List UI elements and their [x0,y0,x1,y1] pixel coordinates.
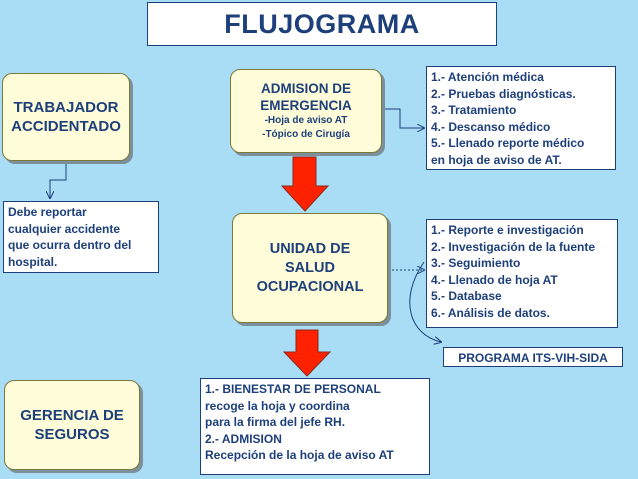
unidad-line-3: OCUPACIONAL [256,278,364,295]
trabajador-line-1: TRABAJADOR [13,99,119,116]
big-down-arrow-1 [280,156,330,212]
list-item: 3.- Seguimiento [431,256,521,270]
admision-line-1: ADMISION DE [260,81,351,96]
list-item: 1.- Reporte e investigación [431,223,584,237]
admision-steps-list: 1.- Atención médica 2.- Pruebas diagnóst… [426,66,616,170]
list-item: para la firma del jefe RH. [205,415,346,429]
list-item: 2.- Investigación de la fuente [431,239,596,254]
list-item: 1.- BIENESTAR DE PERSONAL [205,382,381,396]
programa-its-vih-sida-box: PROGRAMA ITS-VIH-SIDA [443,347,623,367]
unidad-steps-list: 1.- Reporte e investigación 2.- Investig… [426,219,618,328]
gerencia-seguros-box: GERENCIA DE SEGUROS [4,380,140,470]
list-item: 2.- ADMISION [205,431,282,446]
note-line: Debe reportar [8,205,87,219]
debe-reportar-note: Debe reportar cualquier accidente que oc… [3,201,159,273]
bienestar-admision-list: 1.- BIENESTAR DE PERSONAL recoge la hoja… [200,378,430,475]
unidad-line-2: SALUD [285,259,335,276]
note-line: cualquier accidente [8,221,121,236]
trabajador-line-2: ACCIDENTADO [11,118,121,135]
list-item: 2.- Pruebas diagnósticas. [431,86,576,101]
list-item: 4.- Descanso médico [431,119,551,134]
admision-emergencia-box: ADMISION DE EMERGENCIA -Hoja de aviso AT… [230,69,382,153]
admision-sub-1: -Hoja de aviso AT [264,115,348,126]
list-item: recoge la hoja y coordina [205,398,350,413]
admision-sub-2: -Tópico de Cirugía [262,129,350,140]
unidad-salud-ocupacional-box: UNIDAD DE SALUD OCUPACIONAL [232,213,388,323]
big-down-arrow-2 [282,329,332,377]
gerencia-line-1: GERENCIA DE [20,407,124,424]
admision-line-2: EMERGENCIA [260,98,352,113]
trabajador-accidentado-box: TRABAJADOR ACCIDENTADO [2,73,130,161]
admision-to-list-connector [382,108,424,128]
gerencia-line-2: SEGUROS [34,426,110,443]
list-item: 1.- Atención médica [431,70,544,84]
note-line: que ocurra dentro del [8,238,132,252]
list-item: Recepción de la hoja de aviso AT [205,448,394,462]
page-title: FLUJOGRAMA [147,2,497,46]
note-line: hospital. [8,254,58,269]
list-item: 5.- Database [431,289,502,303]
list-item: 6.- Análisis de datos. [431,305,550,320]
list-item: 5.- Llenado reporte médico [431,136,585,150]
list-item: 4.- Llenado de hoja AT [431,272,558,287]
unidad-line-1: UNIDAD DE [269,240,351,257]
list-item: en hoja de aviso de AT. [431,152,562,167]
trabajador-to-note-connector [50,161,67,198]
list-item: 3.- Tratamiento [431,103,517,117]
list-to-programa-connector [409,261,441,342]
